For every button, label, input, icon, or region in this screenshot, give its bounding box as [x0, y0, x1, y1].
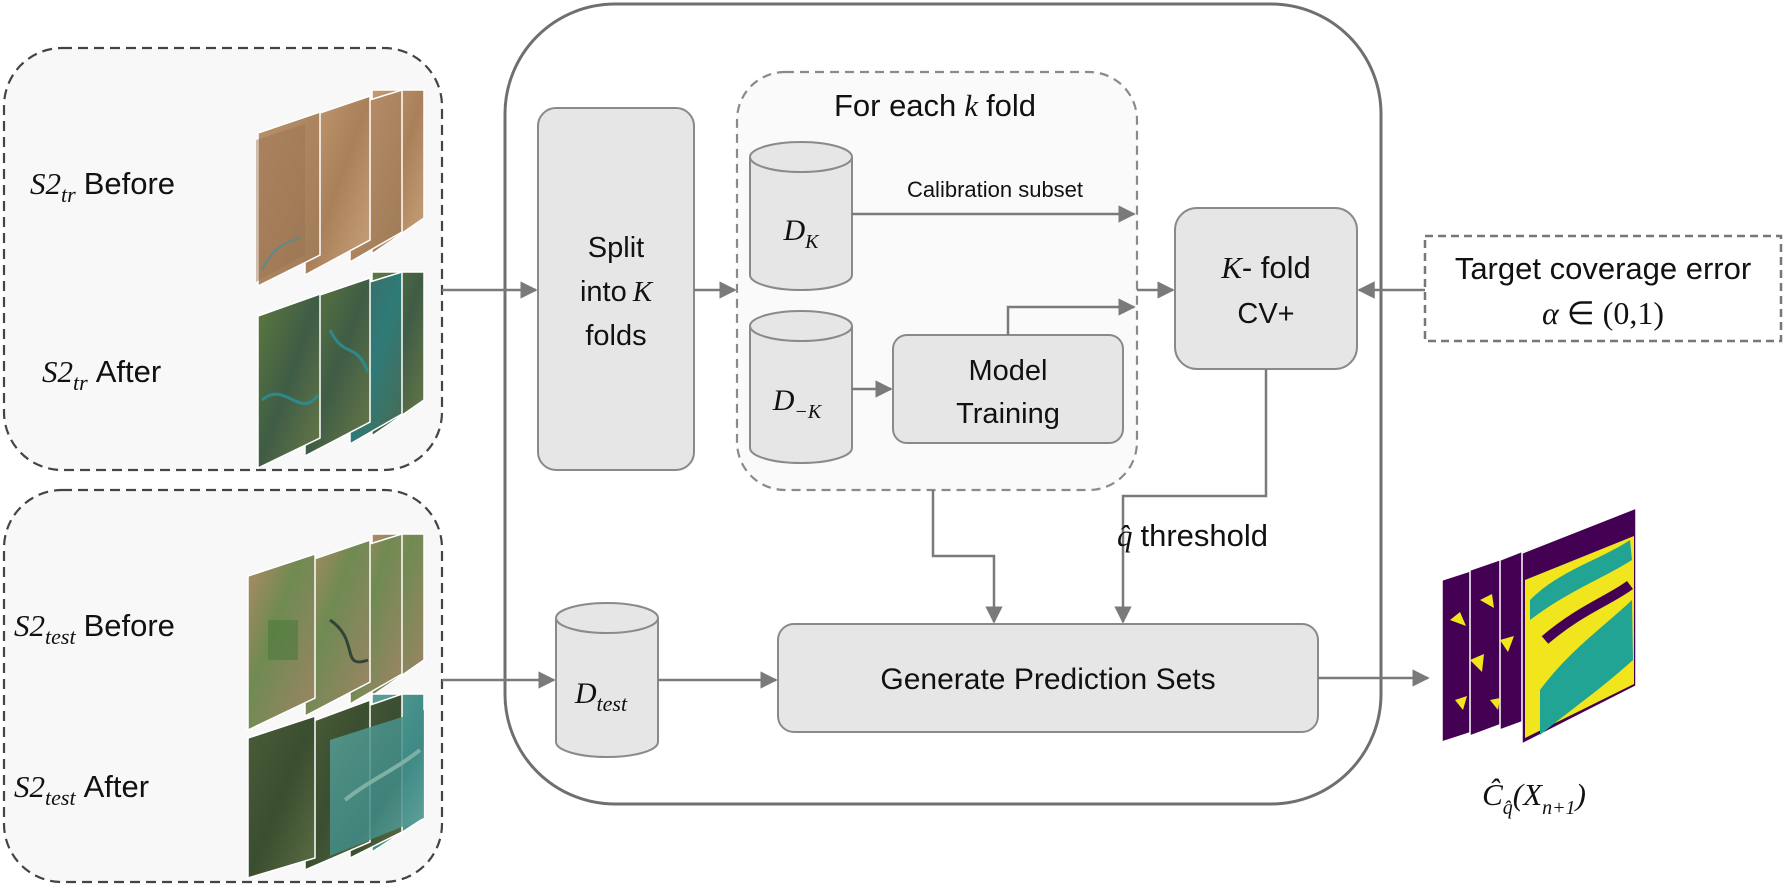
- target-line1: Target coverage error: [1455, 251, 1751, 286]
- svg-text:D−K: D−K: [772, 384, 823, 423]
- model-training-line1: Model: [969, 355, 1048, 387]
- threshold-label: q̂threshold: [1117, 518, 1268, 553]
- threshold-arrow: [1114, 369, 1268, 624]
- training-output-arrow: [1006, 298, 1136, 335]
- dtest-cylinder: Dtest: [555, 602, 659, 758]
- calibration-label: Calibration subset: [907, 177, 1083, 202]
- kfold-line1: K- fold: [1220, 250, 1311, 285]
- test-after-image-stack: [247, 692, 425, 880]
- target-coverage-box: [1423, 234, 1783, 343]
- kfold-cv-box: [1174, 207, 1358, 370]
- svg-text:Dtest: Dtest: [574, 677, 628, 716]
- generate-prediction-sets-label: Generate Prediction Sets: [880, 663, 1215, 696]
- train-after-image-stack: [257, 270, 425, 470]
- split-line3: folds: [585, 320, 646, 352]
- train-before-image-stack: [256, 88, 425, 288]
- model-training-line2: Training: [956, 398, 1060, 430]
- folds-to-generate-arrow: [931, 490, 1003, 624]
- svg-text:DK: DK: [782, 214, 820, 253]
- split-line1: Split: [588, 232, 644, 264]
- kfold-line2: CV+: [1237, 298, 1294, 330]
- dk-cylinder: DK: [749, 141, 853, 291]
- test-before-image-stack: [247, 532, 425, 732]
- output-label: Ĉq̂(Xn+1): [1482, 777, 1586, 819]
- d-minus-k-cylinder: D−K: [749, 310, 853, 464]
- prediction-set-output-stack: [1441, 506, 1637, 746]
- target-line2: α∈ (0,1): [1542, 295, 1664, 331]
